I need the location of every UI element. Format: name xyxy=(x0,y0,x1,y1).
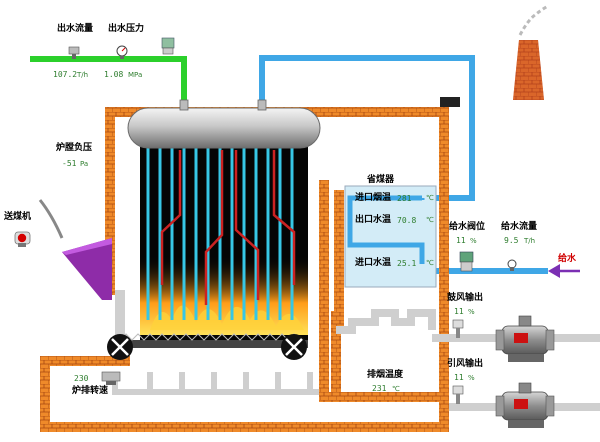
outlet-valve-icon[interactable] xyxy=(161,37,175,55)
blower-damper-icon[interactable] xyxy=(452,319,464,338)
blower-output-label: 鼓风输出 xyxy=(447,293,484,303)
induced-damper-icon[interactable] xyxy=(452,385,464,404)
outlet-pressure-unit: MPa xyxy=(128,71,143,79)
flame-tips xyxy=(150,305,304,330)
economizer-box xyxy=(344,185,437,288)
economizer-title: 省煤器 xyxy=(367,175,395,185)
econ-outlet-water-label: 出口水温 xyxy=(355,215,392,225)
blower-fan[interactable] xyxy=(495,315,555,362)
steam-outlet-pipe xyxy=(30,56,187,104)
econ-outlet-water-value: 70.8 xyxy=(397,216,417,225)
econ-inlet-flue-unit: ℃ xyxy=(426,194,434,202)
steam-drum xyxy=(127,107,321,149)
induced-output-label: 引风输出 xyxy=(447,359,484,369)
econ-inlet-flue-value: 281 xyxy=(397,194,412,203)
water-tubes xyxy=(146,136,294,320)
air-duct xyxy=(112,372,319,395)
flow-meter-icon[interactable] xyxy=(68,46,80,59)
grate-motor-icon[interactable] xyxy=(101,371,121,385)
pressure-gauge-icon[interactable] xyxy=(116,45,128,59)
feed-valve-icon[interactable] xyxy=(459,251,474,272)
feed-valve-unit: % xyxy=(470,237,477,245)
coal-hopper xyxy=(62,238,112,300)
furnace-pressure-unit: Pa xyxy=(80,160,89,168)
outlet-flow-unit: T/h xyxy=(77,71,89,79)
econ-inlet-water-unit: ℃ xyxy=(426,259,434,267)
induced-fan[interactable] xyxy=(495,382,555,428)
feed-flow-label: 给水流量 xyxy=(501,222,538,232)
feed-water-pipe xyxy=(259,55,475,201)
grate-speed-value: 230 xyxy=(74,374,89,383)
outlet-flow-value: 107.2 xyxy=(53,70,78,79)
coal-feed-chute xyxy=(38,199,64,239)
econ-inlet-flue-label: 进口烟温 xyxy=(355,193,392,203)
blower-output-value: 11 xyxy=(454,307,464,316)
exhaust-temp-unit: ℃ xyxy=(392,385,400,393)
grate-wheel-left xyxy=(107,334,133,360)
econ-inlet-water-value: 25.1 xyxy=(397,259,417,268)
outlet-pressure-value: 1.08 xyxy=(104,70,124,79)
feed-flow-value: 9.5 xyxy=(504,236,519,245)
coal-feeder-icon[interactable] xyxy=(14,231,31,247)
downcomer-tubes xyxy=(160,150,296,305)
induced-output-unit: % xyxy=(468,374,475,382)
feed-flow-unit: T/h xyxy=(524,237,536,245)
feed-valve-label: 给水阀位 xyxy=(449,222,486,232)
feed-valve-value: 11 xyxy=(456,236,466,245)
economizer-coil xyxy=(347,195,425,264)
outlet-pressure-label: 出水压力 xyxy=(108,24,145,34)
induced-output-value: 11 xyxy=(454,373,464,382)
flue-duct xyxy=(336,309,436,334)
grate xyxy=(118,333,308,348)
smoke xyxy=(518,4,549,36)
coal-feeder-label: 送煤机 xyxy=(4,212,32,222)
feed-water-arrow xyxy=(548,264,560,278)
grate-speed-label: 炉排转速 xyxy=(72,386,109,396)
econ-inlet-water-label: 进口水温 xyxy=(355,258,392,268)
furnace-pressure-value: -51 xyxy=(62,159,77,168)
feed-flow-meter-icon[interactable] xyxy=(507,259,517,271)
econ-outlet-water-unit: ℃ xyxy=(426,216,434,224)
outlet-flow-label: 出水流量 xyxy=(57,24,94,34)
exhaust-temp-value: 231 xyxy=(372,384,387,393)
feed-water-label: 给水 xyxy=(558,254,577,264)
furnace-pressure-label: 炉膛负压 xyxy=(56,143,93,153)
grate-wheel-right xyxy=(281,334,307,360)
exhaust-temp-label: 排烟温度 xyxy=(367,370,404,380)
chimney xyxy=(513,4,549,100)
blower-output-unit: % xyxy=(468,308,475,316)
